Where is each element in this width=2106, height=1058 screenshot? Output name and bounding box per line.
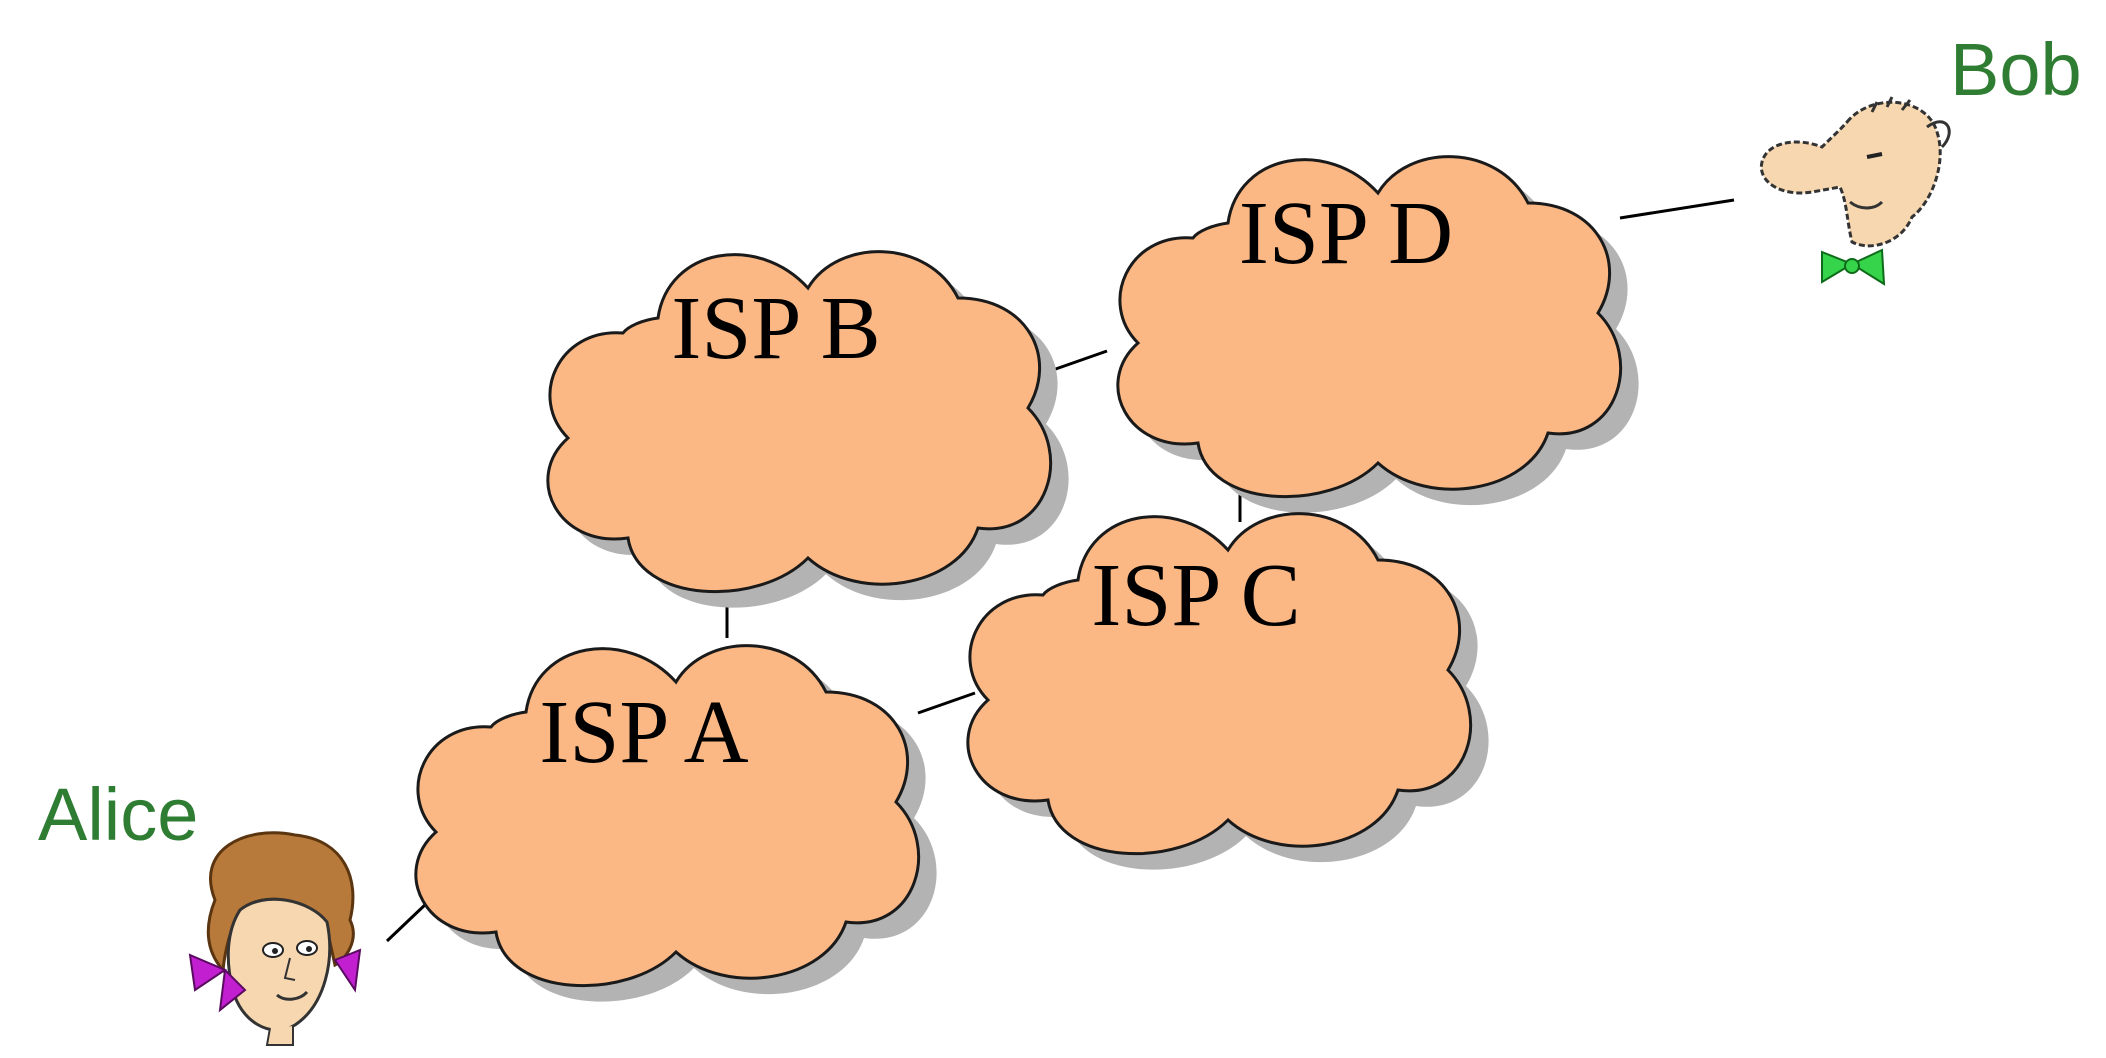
- cloud-isp-a: ISP A: [414, 644, 937, 1002]
- link-isp-a-isp-c: [917, 691, 976, 715]
- cloud-isp-d: ISP D: [1116, 155, 1639, 513]
- link-alice-isp-a: [385, 900, 430, 943]
- cloud-label-isp-a: ISP A: [539, 683, 748, 782]
- cloud-label-isp-b: ISP B: [671, 279, 880, 378]
- cloud-label-isp-d: ISP D: [1239, 184, 1453, 283]
- cloud-isp-c: ISP C: [966, 512, 1489, 870]
- alice-label: Alice: [38, 773, 198, 856]
- link-isp-b-isp-d: [1049, 349, 1108, 373]
- link-isp-d-bob: [1619, 198, 1735, 220]
- alice-face-icon: [188, 831, 362, 1046]
- bob-face-icon: [1759, 96, 1951, 286]
- bob-label: Bob: [1950, 28, 2082, 111]
- cloud-label-isp-c: ISP C: [1091, 546, 1300, 645]
- cloud-isp-b: ISP B: [546, 250, 1069, 608]
